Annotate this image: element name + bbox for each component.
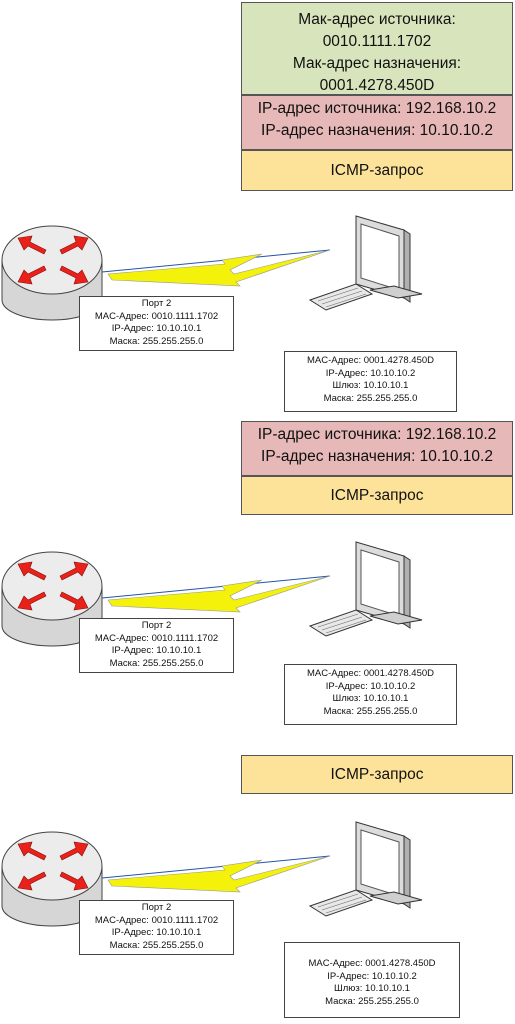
computer-icon	[308, 821, 423, 917]
host-gateway: Шлюз: 10.10.10.1	[334, 983, 410, 994]
computer-icon	[308, 541, 423, 637]
router-icon	[1, 225, 103, 321]
host-mac: MAC-Адрес: 0001.4278.450D	[306, 668, 434, 679]
host-ip: IP-Адрес: 10.10.10.2	[325, 680, 416, 692]
host-mask: Маска: 255.255.255.0	[325, 995, 419, 1007]
mac-header-stage-1: Мак-адрес источника: 0010.1111.1702 Мак-…	[241, 2, 513, 95]
mac-dst-label: Мак-адрес назначения:	[292, 55, 462, 72]
router-icon	[1, 831, 103, 927]
ip-src: IP-адрес источника: 192.168.10.2	[257, 100, 497, 117]
host-info-2: MAC-Адрес: 0001.4278.450D IP-Адрес: 10.1…	[284, 664, 457, 725]
icmp-header-stage-2: ICMP-запрос	[241, 476, 513, 515]
router-port-mac: MAC-Адрес: 0010.1111.1702	[94, 914, 219, 926]
router-port-name: Порт 2	[141, 298, 172, 309]
ip-header-stage-2: IP-адрес источника: 192.168.10.2 IP-адре…	[241, 421, 513, 476]
router-port-name: Порт 2	[141, 902, 172, 913]
host-mask: Маска: 255.255.255.0	[323, 705, 418, 717]
icmp-header-stage-1: ICMP-запрос	[241, 150, 513, 191]
router-icon	[1, 551, 103, 647]
ip-header-stage-1: IP-адрес источника: 192.168.10.2 IP-адре…	[241, 95, 513, 150]
router-port-ip: IP-Адрес: 10.10.10.1	[111, 323, 202, 334]
router-port-mask: Маска: 255.255.255.0	[109, 657, 204, 669]
network-scene-1	[1, 215, 423, 321]
link-line	[101, 575, 331, 599]
lightning-bolt-icon	[107, 575, 331, 613]
computer-icon	[308, 215, 423, 311]
router-port-ip: IP-Адрес: 10.10.10.1	[111, 927, 202, 938]
host-gateway: Шлюз: 10.10.10.1	[332, 380, 409, 391]
host-gateway: Шлюз: 10.10.10.1	[332, 693, 409, 704]
ip-src: IP-адрес источника: 192.168.10.2	[257, 426, 497, 443]
router-port-mask: Маска: 255.255.255.0	[109, 939, 204, 951]
host-mask: Маска: 255.255.255.0	[323, 392, 418, 404]
ip-dst: IP-адрес назначения: 10.10.10.2	[261, 122, 493, 139]
router-port-name: Порт 2	[141, 620, 172, 631]
router-port-mac: MAC-Адрес: 0010.1111.1702	[94, 310, 219, 322]
ip-dst: IP-адрес назначения: 10.10.10.2	[261, 448, 493, 465]
mac-src-value: 0010.1111.1702	[322, 33, 432, 50]
router-port-info-3: Порт 2 MAC-Адрес: 0010.1111.1702 IP-Адре…	[79, 900, 234, 955]
mac-dst-value: 0001.4278.450D	[319, 77, 435, 94]
router-port-mask: Маска: 255.255.255.0	[109, 335, 204, 347]
host-mac: MAC-Адрес: 0001.4278.450D	[306, 355, 434, 366]
link-line	[101, 855, 331, 879]
host-mac: MAC-Адрес: 0001.4278.450D	[308, 958, 436, 969]
router-port-info-2: Порт 2 MAC-Адрес: 0010.1111.1702 IP-Адре…	[79, 618, 234, 673]
mac-src-label: Мак-адрес источника:	[298, 11, 456, 28]
router-port-ip: IP-Адрес: 10.10.10.1	[111, 645, 202, 656]
icmp-header-stage-3: ICMP-запрос	[241, 755, 513, 794]
host-info-3: MAC-Адрес: 0001.4278.450D IP-Адрес: 10.1…	[284, 942, 460, 1018]
lightning-bolt-icon	[107, 249, 331, 287]
network-scene-3	[1, 821, 423, 927]
host-info-1: MAC-Адрес: 0001.4278.450D IP-Адрес: 10.1…	[284, 351, 457, 412]
host-ip: IP-Адрес: 10.10.10.2	[325, 367, 416, 379]
host-ip: IP-Адрес: 10.10.10.2	[327, 970, 417, 982]
router-port-info-1: Порт 2 MAC-Адрес: 0010.1111.1702 IP-Адре…	[79, 296, 234, 351]
lightning-bolt-icon	[107, 855, 331, 893]
router-port-mac: MAC-Адрес: 0010.1111.1702	[94, 632, 219, 644]
network-scene-2	[1, 541, 423, 647]
link-line	[101, 249, 331, 273]
